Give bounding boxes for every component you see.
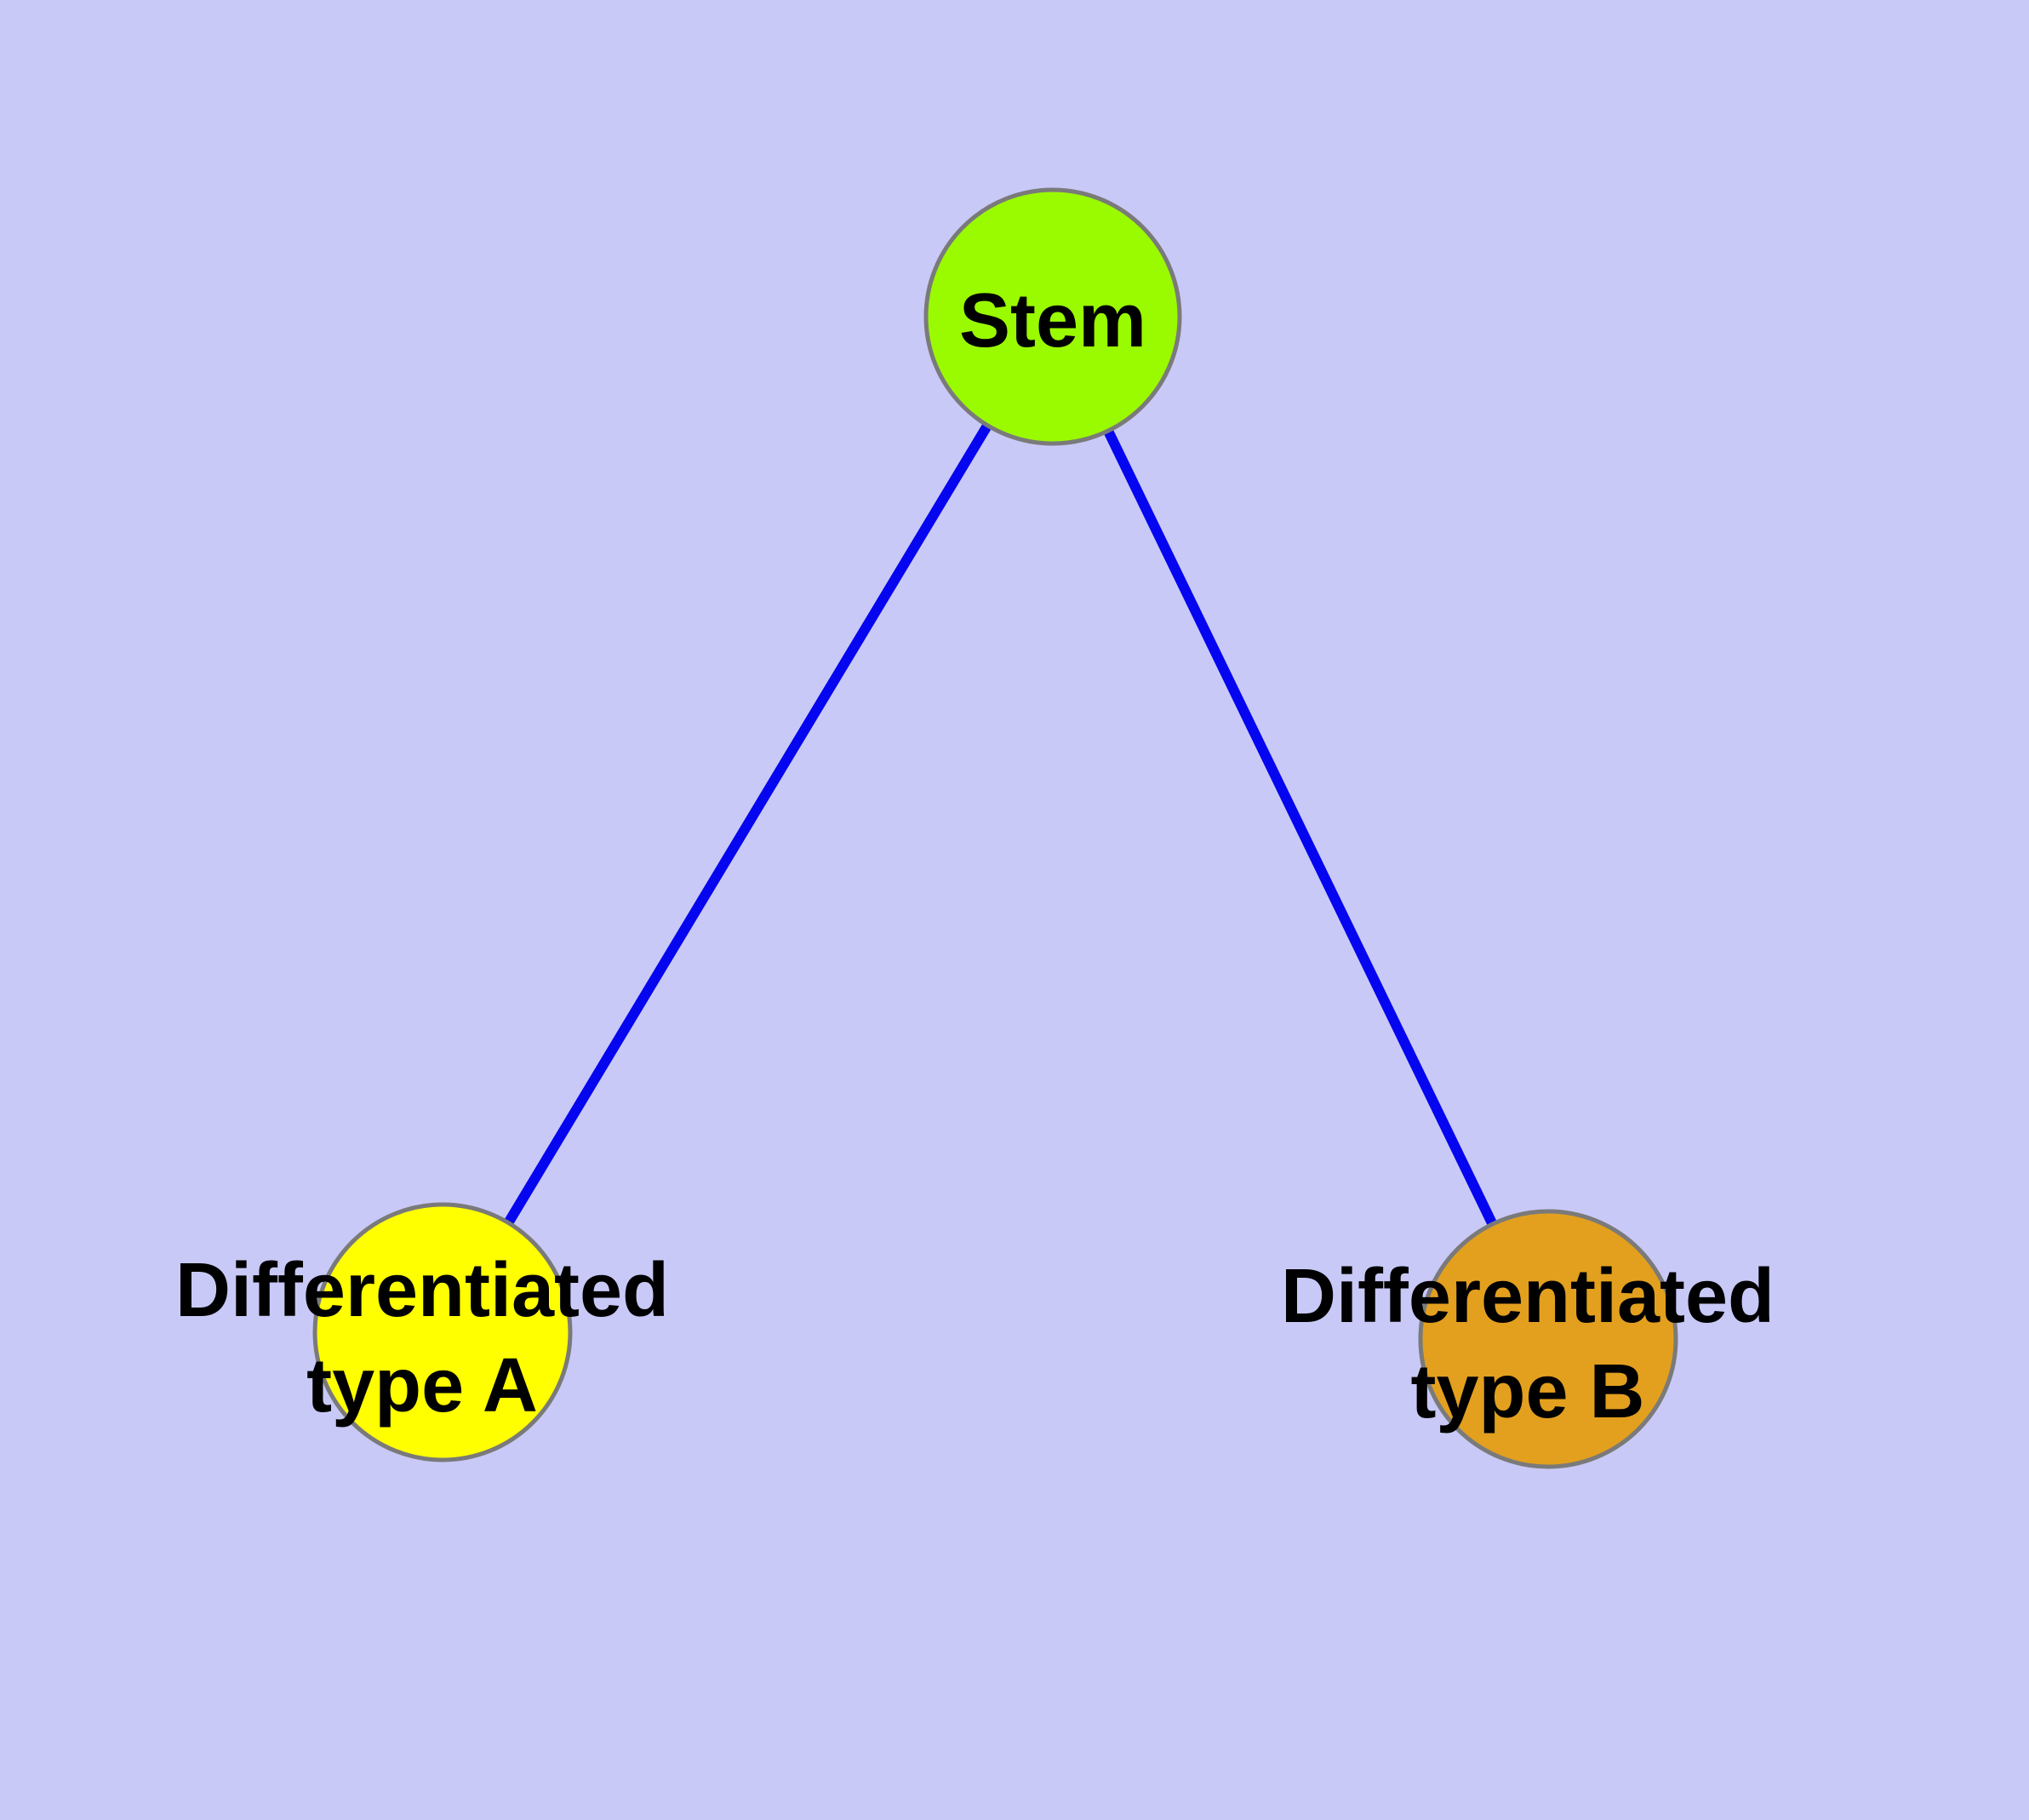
node-differentiated-type-b: Differentiated type B bbox=[1281, 1209, 1775, 1469]
node-differentiated-type-b-label-line2: type B bbox=[1410, 1349, 1644, 1434]
node-stem-circle bbox=[923, 187, 1182, 446]
node-stem: Stem bbox=[923, 187, 1182, 446]
node-differentiated-type-b-circle bbox=[1418, 1209, 1678, 1469]
node-differentiated-type-a-circle bbox=[312, 1202, 573, 1462]
node-differentiated-type-a-label-line1: Differentiated bbox=[175, 1248, 669, 1333]
node-stem-label: Stem bbox=[959, 278, 1146, 363]
node-differentiated-type-b-label-line1: Differentiated bbox=[1281, 1254, 1775, 1339]
node-differentiated-type-a-label-line2: type A bbox=[306, 1343, 538, 1428]
edge-stem-to-type-a bbox=[437, 313, 1058, 1336]
node-differentiated-type-a: Differentiated type A bbox=[175, 1202, 669, 1462]
edge-stem-to-type-b bbox=[1048, 314, 1553, 1342]
